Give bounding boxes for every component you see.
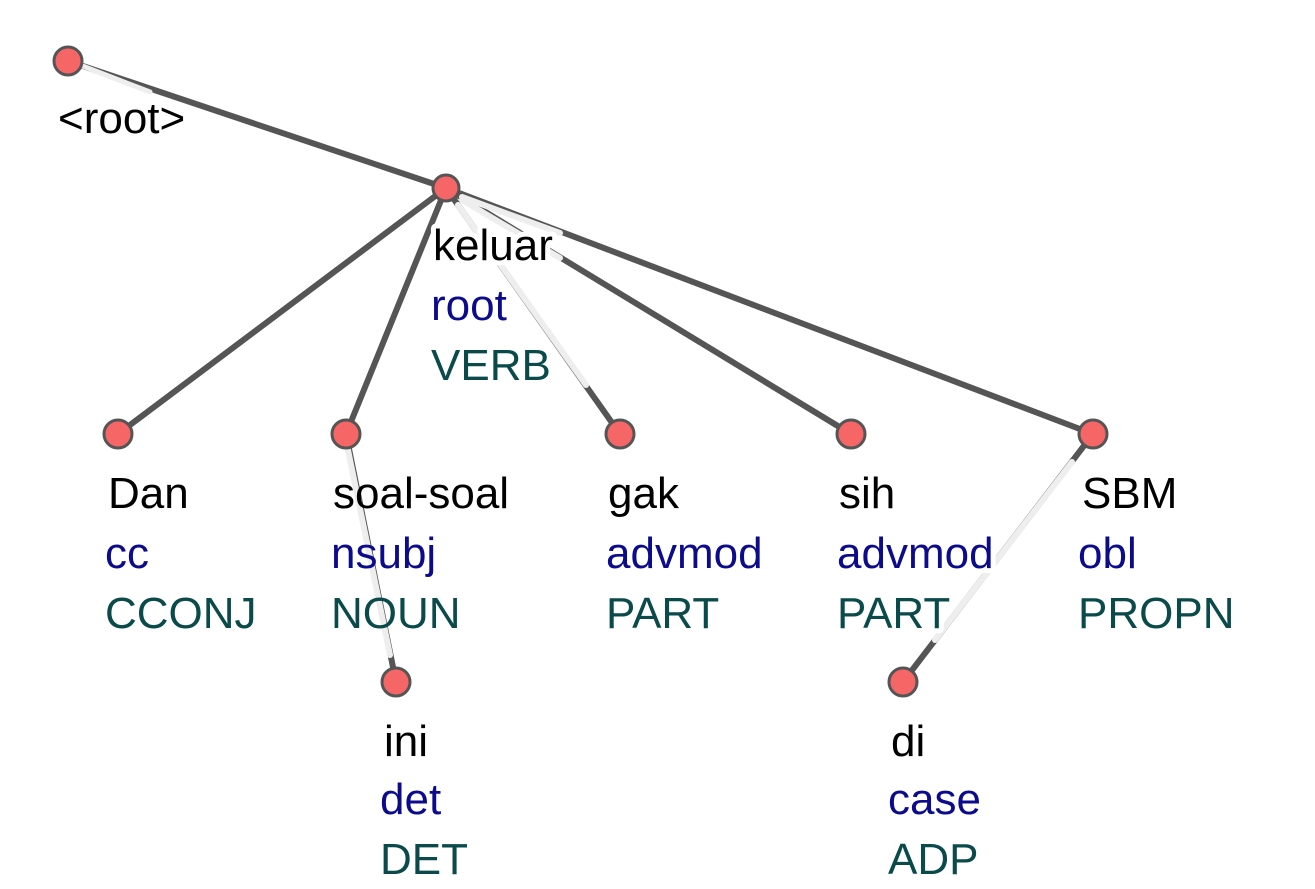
node-ini[interactable]	[380, 666, 412, 698]
edge-keluar-dan	[115, 185, 449, 437]
token-form-dan: Dan	[108, 469, 189, 518]
edge-root-keluar-glow	[77, 62, 153, 95]
edge-keluar-sih-glow	[459, 197, 563, 261]
token-form-sbm: SBM	[1082, 469, 1177, 518]
node-keluar[interactable]	[431, 173, 461, 203]
token-upos-di: ADP	[888, 835, 978, 884]
token-upos-sih: PART	[837, 589, 950, 638]
edge-sbm-di-glow	[932, 459, 1075, 643]
root-label: <root>	[58, 94, 185, 143]
token-form-ini: ini	[384, 717, 428, 766]
node-dan[interactable]	[102, 418, 134, 450]
token-deprel-sbm: obl	[1078, 529, 1137, 578]
node-gak[interactable]	[604, 418, 636, 450]
edge-keluar-sbm-glow	[459, 194, 563, 236]
nodes	[52, 45, 1109, 698]
edge-keluar-soal-soal	[343, 185, 449, 437]
token-deprel-dan: cc	[105, 529, 149, 578]
node-soal-soal[interactable]	[330, 418, 362, 450]
token-form-sih: sih	[839, 469, 895, 518]
token-upos-keluar: VERB	[431, 341, 551, 390]
edge-soal-soal-ini-glow	[345, 447, 393, 658]
edges	[65, 58, 1096, 685]
token-deprel-sih: advmod	[837, 529, 994, 578]
token-deprel-ini: det	[380, 775, 441, 824]
token-form-keluar: keluar	[433, 221, 553, 270]
token-deprel-soal-soal: nsubj	[331, 529, 436, 578]
token-upos-ini: DET	[380, 835, 468, 884]
edge-keluar-gak-glow	[455, 202, 589, 388]
node-root[interactable]	[52, 45, 84, 77]
token-form-soal-soal: soal-soal	[333, 469, 509, 518]
token-upos-sbm: PROPN	[1078, 589, 1234, 638]
token-upos-gak: PART	[606, 589, 719, 638]
labels: <root> keluar root VERB Dan cc CCONJ soa…	[53, 89, 1234, 884]
token-upos-dan: CCONJ	[105, 589, 257, 638]
token-deprel-di: case	[888, 775, 981, 824]
token-deprel-gak: advmod	[606, 529, 763, 578]
node-sbm[interactable]	[1077, 418, 1109, 450]
token-form-di: di	[891, 717, 925, 766]
node-sih[interactable]	[835, 418, 867, 450]
node-di[interactable]	[887, 666, 919, 698]
token-upos-soal-soal: NOUN	[331, 589, 461, 638]
token-form-gak: gak	[608, 469, 680, 518]
token-deprel-keluar: root	[431, 281, 507, 330]
